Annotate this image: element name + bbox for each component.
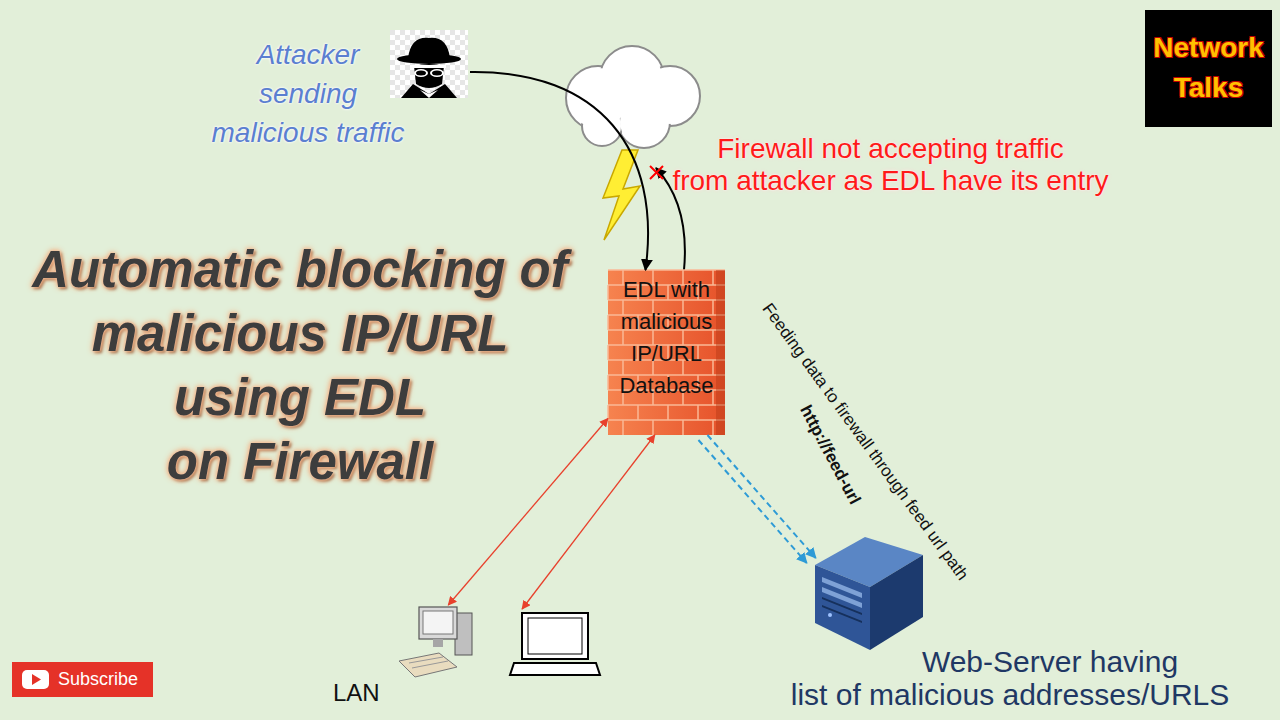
- art-rect: [22, 670, 49, 689]
- art-line: [712, 270, 714, 285]
- feed-arrow-line: [707, 435, 815, 558]
- art-ellipse: [432, 71, 442, 76]
- node-label: Attacker sending malicious traffic: [208, 35, 408, 152]
- art-rect: [608, 270, 725, 435]
- subscribe-button: Subscribe: [12, 662, 153, 697]
- art-rect: [12, 662, 153, 697]
- art-polygon: [822, 605, 862, 623]
- art-rect: [423, 611, 453, 634]
- node-label: Network Talks: [1145, 28, 1272, 108]
- wrap-spacer: [1195, 645, 1235, 678]
- art-rect: [419, 607, 457, 639]
- art-line: [712, 360, 714, 375]
- art-ellipse: [416, 71, 426, 76]
- art-circle: [828, 613, 832, 617]
- art-rect: [522, 613, 588, 659]
- art-line: [652, 420, 654, 435]
- diagram-title-text: Automatic blocking of malicious IP/URL u…: [32, 241, 568, 490]
- art-polygon: [822, 577, 862, 598]
- node-label-text: LAN: [333, 679, 380, 706]
- cloud: [566, 46, 700, 148]
- art-polygon: [510, 663, 600, 675]
- art-polygon: [32, 674, 41, 685]
- attack-arrow: [470, 72, 648, 270]
- art-line: [608, 269, 725, 271]
- art-line: [607, 315, 609, 330]
- art-g: [566, 46, 700, 148]
- node-label-text: Web-Server having list of malicious addr…: [791, 645, 1230, 711]
- node-label: EDL with malicious IP/URL Database: [619, 274, 713, 402]
- art-polygon: [815, 565, 870, 650]
- node-label-text: Attacker sending malicious traffic: [212, 39, 405, 148]
- lightning-bolt: [603, 150, 640, 240]
- art-line: [682, 420, 684, 435]
- art-rect: [412, 65, 446, 68]
- firewall-node: EDL with malicious IP/URL Database: [608, 270, 725, 435]
- art-polygon: [870, 555, 923, 650]
- art-ellipse: [397, 54, 461, 64]
- art-line: [608, 404, 725, 406]
- node-label: LAN: [333, 679, 393, 707]
- node-label-text: Subscribe: [58, 669, 138, 689]
- art-line: [637, 405, 639, 420]
- wrap-spacer: [668, 133, 698, 165]
- lan-link: [522, 435, 655, 609]
- wrap-spacer: [445, 366, 578, 622]
- lan-node: LAN: [395, 605, 600, 685]
- art-rect: [716, 270, 725, 435]
- art-line: [712, 300, 714, 315]
- wrap-spacer: [785, 645, 905, 678]
- art-line: [608, 419, 725, 421]
- art-line: [667, 405, 669, 420]
- node-label-text: Network Talks: [1153, 32, 1263, 103]
- art-path: [401, 84, 457, 98]
- node-label: Web-Server having list of malicious addr…: [785, 645, 1235, 711]
- lan-link-line: [522, 435, 655, 609]
- art-line: [607, 375, 609, 390]
- cloud-fill: [584, 108, 620, 144]
- art-rect: [390, 30, 468, 98]
- attacker-node: Attacker sending malicious traffic: [180, 30, 470, 150]
- cloud-fill: [620, 98, 668, 146]
- art-line: [607, 285, 609, 300]
- art-line: [697, 405, 699, 420]
- node-label: Subscribe: [58, 668, 153, 691]
- art-line: [622, 360, 624, 375]
- art-ellipse: [414, 69, 428, 77]
- art-line: [607, 405, 609, 420]
- art-ellipse: [430, 69, 444, 77]
- warning-note-text: Firewall not accepting traffic from atta…: [672, 133, 1108, 196]
- server-node: Web-Server having list of malicious addr…: [810, 535, 925, 650]
- warning-note: Firewall not accepting traffic from atta…: [668, 133, 1113, 197]
- art-polygon: [822, 587, 862, 608]
- art-svg: [395, 605, 600, 685]
- art-g: [568, 48, 698, 146]
- art-svg: [810, 535, 925, 650]
- lan-link-line: [448, 419, 608, 606]
- diagram-title: Automatic blocking of malicious IP/URL u…: [22, 238, 578, 622]
- art-rect: [528, 618, 582, 654]
- art-line: [712, 420, 714, 435]
- art-line: [409, 657, 443, 663]
- art-line: [622, 420, 624, 435]
- wrap-spacer: [22, 366, 155, 622]
- node-label-text: EDL with malicious IP/URL Database: [619, 277, 713, 398]
- art-line: [607, 345, 609, 360]
- logo-badge: Network Talks: [1145, 10, 1272, 127]
- lan-link: [448, 419, 608, 606]
- art-rect: [433, 639, 443, 647]
- wrap-spacer: [1083, 133, 1113, 165]
- art-path: [420, 90, 438, 98]
- feed-arrow-line: [698, 440, 806, 563]
- art-polygon: [822, 597, 862, 615]
- art-line: [712, 330, 714, 345]
- art-line: [412, 661, 448, 668]
- art-polygon: [399, 653, 457, 677]
- feed-arrow: [698, 435, 815, 563]
- block-cross: [650, 166, 663, 179]
- attack-arrow-line: [470, 72, 648, 270]
